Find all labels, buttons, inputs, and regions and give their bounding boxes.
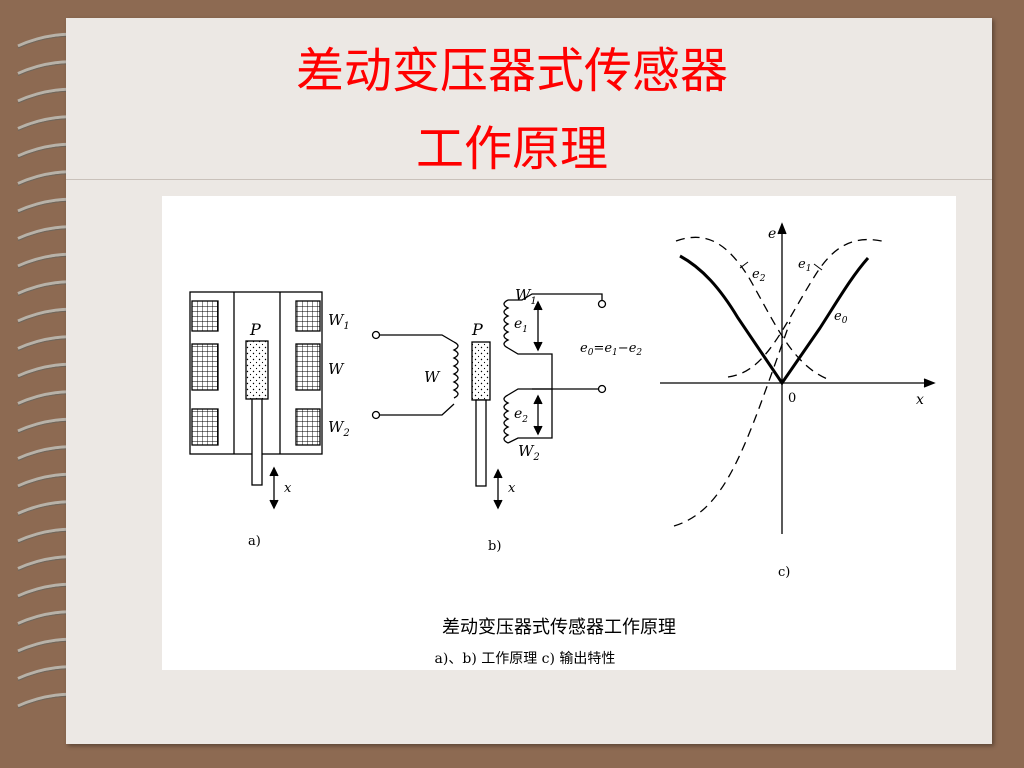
panel-a-w-label: W [328,360,345,378]
panel-b-e1-label: e1 [514,316,528,335]
movable-core [245,340,269,400]
panel-b: W P x W1 e1 [371,286,642,554]
diagram-svg: x P W1 W W2 a) W P x [189,222,936,580]
panel-b-x-label: x [508,481,516,496]
panel-b-w1-label: W1 [515,286,537,307]
panel-c-e0-label: e0 [834,309,848,326]
diagram-figure: x P W1 W W2 a) W P x [162,196,956,670]
winding-left-bottom [191,408,219,446]
curve-e2 [675,236,831,381]
title-divider [66,179,992,180]
panel-b-label: b) [488,539,501,554]
panel-a-w1-label: W1 [328,311,350,332]
output-terminal-bottom [597,384,607,394]
panel-a: x P W1 W W2 a) [189,291,350,549]
curve-e1 [727,238,887,378]
panel-c: e x 0 e2 e1 e0 c) [660,222,936,580]
curve-lower-dashed [673,321,791,527]
primary-terminal-top [371,330,381,340]
panel-c-y-label: e [768,226,776,242]
panel-c-x-label: x [916,392,924,408]
core-rod [251,398,263,486]
secondary-coil-w1 [503,299,510,349]
slide-title-line2: 工作原理 [415,121,608,177]
primary-coil [452,341,459,399]
slide-title-line1: 差动变压器式传感器 [295,43,728,99]
winding-right-top [295,300,321,332]
panel-c-e2-label: e2 [752,267,766,284]
panel-b-w2-label: W2 [518,442,540,463]
output-equation: e0=e1−e2 [580,341,642,358]
primary-terminal-bottom [371,410,381,420]
panel-c-label: c) [778,565,790,580]
panel-b-e2-label: e2 [514,406,528,425]
panel-b-primary-label: W [424,368,441,386]
winding-left-top [191,300,219,332]
winding-right-bottom [295,408,321,446]
panel-a-x-label: x [284,481,292,496]
output-terminal-top [597,299,607,309]
panel-c-origin-label: 0 [788,391,796,406]
panel-b-core [471,341,491,401]
panel-a-label: a) [248,534,261,549]
secondary-coil-w2 [503,394,510,444]
panel-b-rod [475,399,487,487]
figure-caption-main: 差动变压器式传感器工作原理 [442,617,676,638]
panel-c-e1-label: e1 [798,257,811,274]
winding-right-mid [295,343,321,391]
panel-a-core-label: P [249,320,261,339]
figure-caption-sub: a)、b) 工作原理 c) 输出特性 [434,651,616,667]
winding-left-mid [191,343,219,391]
panel-b-core-label: P [471,320,483,339]
panel-a-w2-label: W2 [328,418,350,439]
curve-e0 [679,254,870,386]
